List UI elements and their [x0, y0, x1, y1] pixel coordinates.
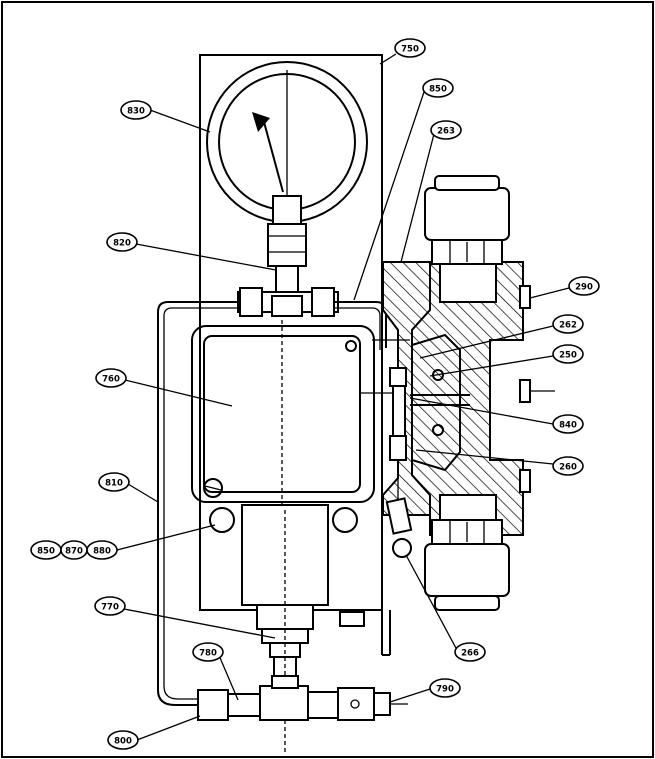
callout-250: 250: [552, 344, 584, 364]
callout-810-text: 810: [105, 479, 123, 489]
callout-290: 290: [568, 276, 600, 296]
callout-800-text: 800: [114, 737, 132, 747]
lower-tee-assembly: [197, 675, 408, 721]
tubing-810: [157, 301, 240, 706]
callout-880-text: 880: [93, 547, 111, 557]
callout-790-text: 790: [436, 685, 454, 695]
leader-lines: [116, 53, 570, 741]
callout-260: 260: [552, 456, 584, 476]
lower-cap: [424, 519, 510, 611]
callout-820-text: 820: [113, 239, 131, 249]
callout-830: 830: [120, 100, 152, 120]
callout-820: 820: [106, 232, 138, 252]
callout-850b-text: 850: [37, 547, 55, 557]
callout-290-text: 290: [575, 283, 593, 293]
callout-880: 880: [86, 540, 118, 560]
callout-780: 780: [192, 642, 224, 662]
callout-262: 262: [552, 314, 584, 334]
callout-250-text: 250: [559, 351, 577, 361]
callout-830-text: 830: [127, 107, 145, 117]
callout-760: 760: [95, 368, 127, 388]
callout-870: 870: [60, 540, 88, 560]
callout-850-text: 850: [429, 85, 447, 95]
callout-850: 850: [422, 78, 454, 98]
upper-cap: [424, 175, 510, 265]
gauge-needle-icon: [252, 112, 270, 132]
callout-790: 790: [429, 678, 461, 698]
callout-850b: 850: [30, 540, 62, 560]
callout-262-text: 262: [559, 321, 577, 331]
pressure-gauge: [206, 61, 368, 297]
injector-probe: [385, 367, 413, 558]
callout-260-text: 260: [559, 463, 577, 473]
callout-263-text: 263: [437, 127, 455, 137]
callout-840: 840: [552, 414, 584, 434]
callout-750-text: 750: [401, 45, 419, 55]
lower-body: [241, 504, 365, 755]
callout-266: 266: [454, 642, 486, 662]
callout-770: 770: [94, 596, 126, 616]
callout-810: 810: [98, 472, 130, 492]
callout-800: 800: [107, 730, 139, 750]
callout-770-text: 770: [101, 603, 119, 613]
callout-263: 263: [430, 120, 462, 140]
mounting-screws: [209, 507, 358, 533]
callout-266-text: 266: [461, 649, 479, 659]
callout-870-text: 870: [65, 547, 83, 557]
callout-760-text: 760: [102, 375, 120, 385]
callout-780-text: 780: [199, 649, 217, 659]
callout-750: 750: [394, 38, 426, 58]
switch-housing: [191, 320, 375, 508]
upper-tee-fitting: [237, 287, 339, 317]
callout-840-text: 840: [559, 421, 577, 431]
valve-section: [382, 261, 555, 536]
